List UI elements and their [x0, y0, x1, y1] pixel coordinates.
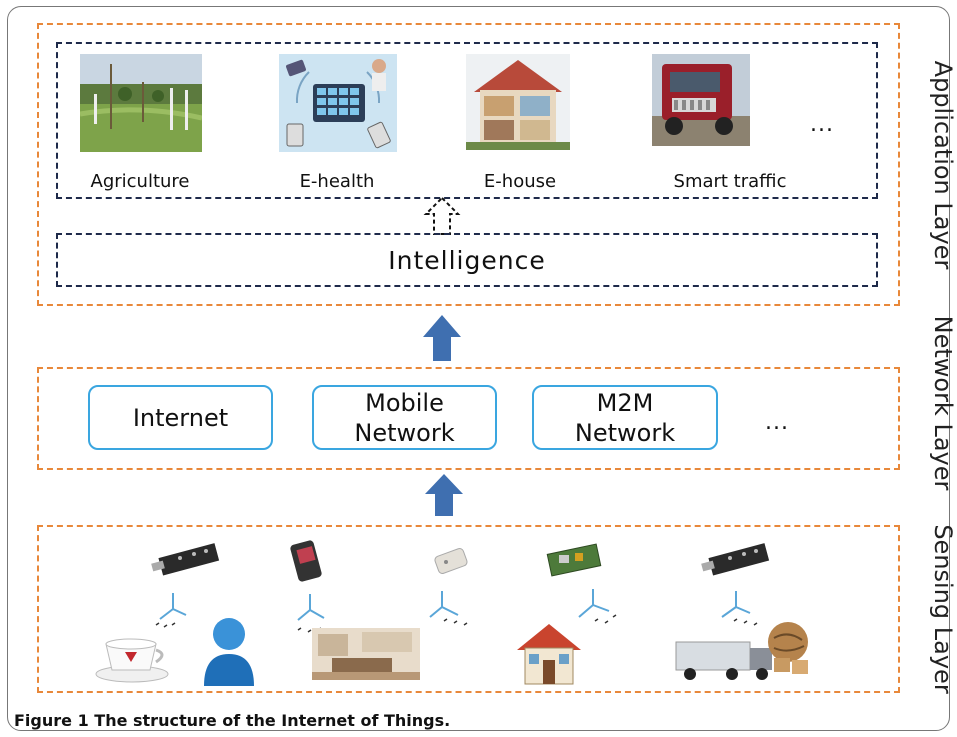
app-label-agriculture: Agriculture [90, 171, 190, 192]
e-house-image [466, 54, 570, 150]
circuit-board-icon [546, 543, 602, 577]
networks-ellipsis: ... [765, 410, 789, 435]
up-arrow-sensing-to-network [425, 474, 463, 516]
user-avatar-icon [204, 618, 254, 686]
living-room-image [312, 628, 420, 680]
sensor-board-icon-2 [701, 543, 770, 576]
phone-device-icon [290, 540, 322, 582]
teacup-image [95, 638, 169, 683]
intelligence-label: Intelligence [388, 246, 546, 275]
network-layer-box [37, 367, 900, 470]
app-label-e-health: E-health [299, 171, 375, 192]
truck-and-globe-image [675, 622, 808, 680]
network-internet: Internet [88, 385, 273, 450]
e-health-image [279, 54, 397, 152]
figure-frame [7, 6, 950, 731]
network-m2m-label: M2M Network [574, 388, 676, 447]
app-label-e-house: E-house [483, 171, 557, 192]
network-mobile-label: Mobile Network [354, 388, 455, 447]
wireless-antenna-icon-3 [429, 591, 468, 626]
applications-ellipsis: ... [810, 112, 834, 137]
wireless-antenna-icon-5 [721, 591, 758, 626]
application-layer-box [37, 23, 900, 306]
sensing-layer-label: Sensing Layer [929, 524, 957, 694]
smart-traffic-image [652, 54, 750, 146]
agriculture-image [80, 54, 202, 152]
network-mobile: Mobile Network [312, 385, 497, 450]
application-layer-label: Application Layer [929, 60, 957, 270]
applications-box [56, 42, 878, 199]
wireless-antenna-icon-1 [155, 593, 187, 628]
app-label-smart-traffic: Smart traffic [673, 171, 787, 192]
intelligence-box [56, 233, 878, 287]
figure-caption: Figure 1 The structure of the Internet o… [14, 711, 451, 730]
sensor-tag-icon [434, 548, 468, 574]
sensor-board-icon-1 [151, 543, 220, 576]
sensing-layer-box [37, 525, 900, 693]
network-internet-label: Internet [132, 403, 229, 432]
wireless-antenna-icon-4 [578, 589, 617, 624]
network-layer-label: Network Layer [929, 315, 957, 491]
network-m2m: M2M Network [532, 385, 718, 450]
house-icon [517, 624, 581, 685]
up-arrow-network-to-application [423, 315, 461, 361]
dashed-up-arrow [423, 196, 461, 235]
